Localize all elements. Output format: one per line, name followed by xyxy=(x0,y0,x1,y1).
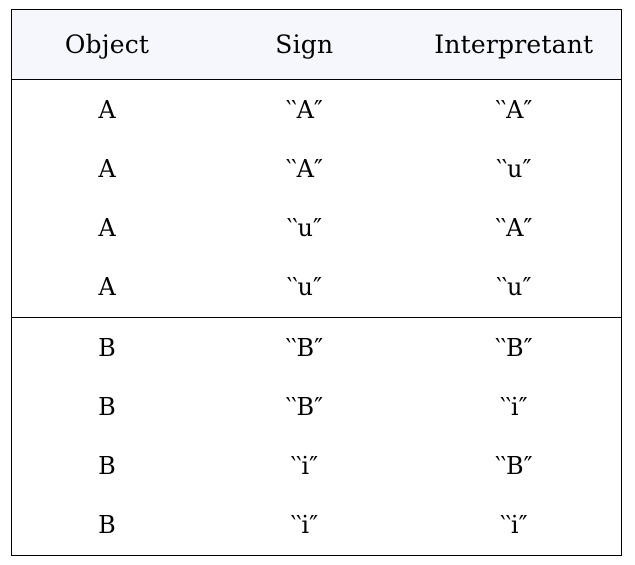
cell-sign: ‵‵u″ xyxy=(202,257,407,318)
column-header-interpretant-label: Interpretant xyxy=(434,30,594,59)
cell-sign: ‵‵A″ xyxy=(202,79,407,140)
triad-table-container: Object Sign Interpretant A ‵‵A″ ‵‵A″ A ‵… xyxy=(11,9,622,556)
cell-sign-value: ‵‵A″ xyxy=(285,154,323,183)
cell-sign-value: ‵‵i″ xyxy=(290,452,319,481)
column-header-object: Object xyxy=(12,10,202,80)
table-row: A ‵‵A″ ‵‵u″ xyxy=(12,139,621,199)
table-row: A ‵‵u″ ‵‵A″ xyxy=(12,198,621,258)
cell-sign-value: ‵‵u″ xyxy=(286,273,322,302)
column-header-sign-label: Sign xyxy=(275,30,334,59)
cell-interpretant: ‵‵u″ xyxy=(406,257,621,318)
cell-object-value: A xyxy=(98,273,116,302)
cell-interpretant: ‵‵B″ xyxy=(406,316,621,378)
cell-interpretant-value: ‵‵i″ xyxy=(500,392,528,421)
cell-object-value: B xyxy=(98,333,116,362)
header-row: Object Sign Interpretant xyxy=(12,10,621,80)
semiotic-triad-table: Object Sign Interpretant A ‵‵A″ ‵‵A″ A ‵… xyxy=(12,10,621,555)
cell-object: A xyxy=(12,139,202,199)
table-row: B ‵‵B″ ‵‵i″ xyxy=(12,377,621,437)
table-row: A ‵‵u″ ‵‵u″ xyxy=(12,257,621,318)
table-body: A ‵‵A″ ‵‵A″ A ‵‵A″ ‵‵u″ A ‵‵u″ ‵‵A″ A ‵‵… xyxy=(12,79,621,555)
cell-object-value: B xyxy=(98,452,116,481)
cell-sign-value: ‵‵B″ xyxy=(285,333,324,362)
cell-sign: ‵‵i″ xyxy=(202,436,407,496)
cell-interpretant: ‵‵A″ xyxy=(406,198,621,258)
cell-sign: ‵‵A″ xyxy=(202,139,407,199)
column-header-interpretant: Interpretant xyxy=(406,10,621,80)
column-header-object-label: Object xyxy=(64,30,150,59)
cell-sign-value: ‵‵B″ xyxy=(285,392,324,421)
cell-sign-value: ‵‵u″ xyxy=(286,214,322,243)
cell-object: B xyxy=(12,377,202,437)
cell-object: B xyxy=(12,436,202,496)
cell-interpretant: ‵‵u″ xyxy=(406,139,621,199)
cell-interpretant: ‵‵A″ xyxy=(406,79,621,140)
cell-object: B xyxy=(12,495,202,555)
cell-interpretant-value: ‵‵A″ xyxy=(495,95,533,124)
cell-object: B xyxy=(12,316,202,378)
table-row: B ‵‵i″ ‵‵i″ xyxy=(12,495,621,555)
cell-interpretant-value: ‵‵B″ xyxy=(495,452,533,481)
cell-object: A xyxy=(12,79,202,140)
cell-interpretant-value: ‵‵i″ xyxy=(500,511,528,540)
cell-sign-value: ‵‵i″ xyxy=(290,511,319,540)
cell-sign: ‵‵u″ xyxy=(202,198,407,258)
table-header: Object Sign Interpretant xyxy=(12,10,621,80)
cell-sign: ‵‵i″ xyxy=(202,495,407,555)
cell-sign: ‵‵B″ xyxy=(202,377,407,437)
table-row: B ‵‵B″ ‵‵B″ xyxy=(12,316,621,378)
cell-interpretant: ‵‵i″ xyxy=(406,377,621,437)
cell-sign-value: ‵‵A″ xyxy=(285,95,323,124)
cell-interpretant-value: ‵‵B″ xyxy=(495,333,533,362)
cell-interpretant: ‵‵i″ xyxy=(406,495,621,555)
table-row: A ‵‵A″ ‵‵A″ xyxy=(12,79,621,140)
cell-sign: ‵‵B″ xyxy=(202,316,407,378)
cell-interpretant: ‵‵B″ xyxy=(406,436,621,496)
cell-object-value: B xyxy=(98,392,116,421)
cell-interpretant-value: ‵‵u″ xyxy=(496,273,532,302)
cell-object-value: A xyxy=(98,214,116,243)
cell-object: A xyxy=(12,198,202,258)
cell-interpretant-value: ‵‵A″ xyxy=(495,214,533,243)
cell-interpretant-value: ‵‵u″ xyxy=(496,154,532,183)
table-row: B ‵‵i″ ‵‵B″ xyxy=(12,436,621,496)
cell-object-value: A xyxy=(98,154,116,183)
cell-object-value: B xyxy=(98,511,116,540)
cell-object: A xyxy=(12,257,202,318)
column-header-sign: Sign xyxy=(202,10,407,80)
cell-object-value: A xyxy=(98,95,116,124)
